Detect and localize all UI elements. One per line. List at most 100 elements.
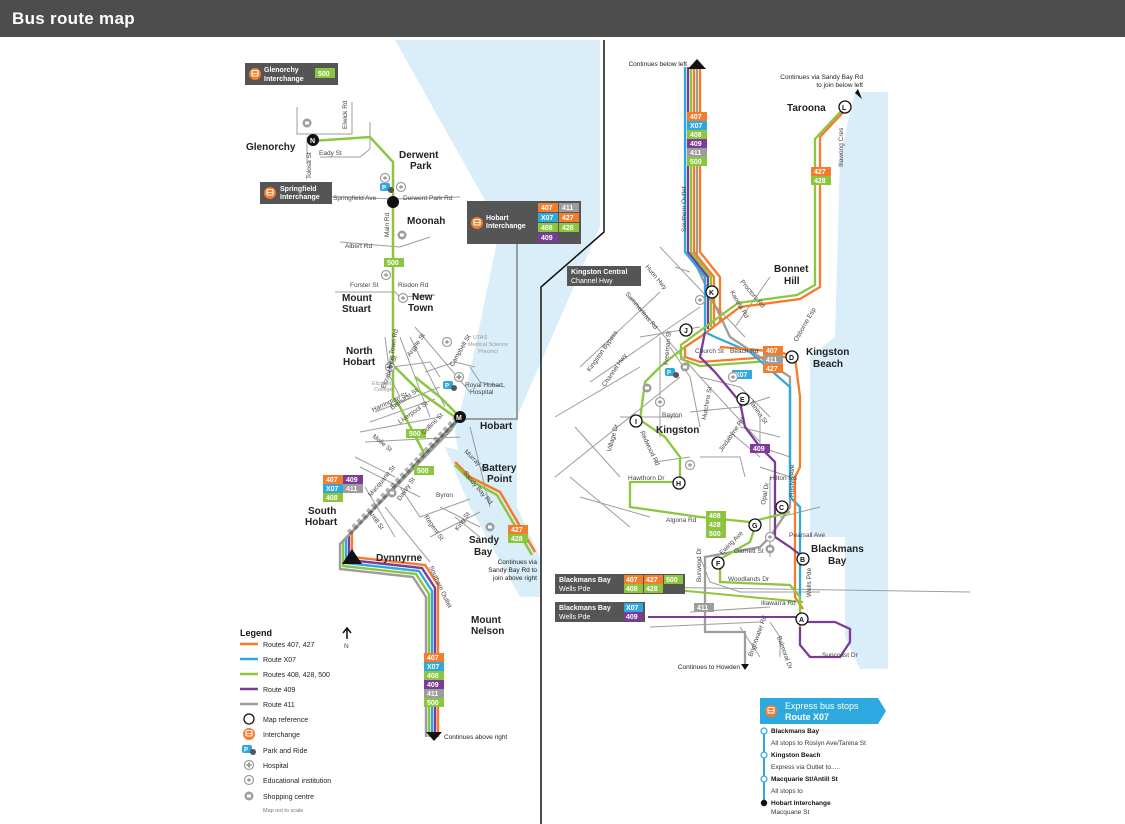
map-reference-d[interactable]: D	[785, 350, 799, 364]
street-label: Freeman St	[663, 331, 673, 366]
street-label: Burwood Dr	[696, 547, 703, 582]
street-label: Church St	[695, 348, 724, 355]
interchange-icon	[263, 186, 277, 200]
kingston-central-box[interactable]: Kingston Central Channel Hwy	[567, 266, 641, 286]
street-label: Springfield Ave	[333, 195, 377, 202]
place-derwent-park-2: Park	[410, 161, 432, 172]
route-badge-x07: X07	[690, 123, 703, 130]
express-stop-marker	[760, 727, 768, 735]
route-badge-427: 427	[766, 366, 778, 373]
kingston-central-line2: Channel Hwy	[571, 278, 613, 285]
street-label: Antill St	[366, 509, 384, 531]
route-badge-x07: X07	[427, 664, 440, 671]
springfield-interchange-line2: Interchange	[280, 194, 320, 201]
shopping-centre-icon	[765, 544, 775, 554]
route-badge-500: 500	[690, 159, 702, 166]
route-428-taroona	[679, 108, 844, 368]
street-label: Huon Hwy	[643, 264, 668, 292]
map-reference-n[interactable]: N	[307, 134, 319, 146]
map-reference-b[interactable]: B	[796, 552, 810, 566]
blackmans-bay-interchange-box-1[interactable]: Blackmans Bay Wells Pde 407 427 500 408 …	[555, 574, 685, 594]
route-badge-408: 408	[690, 132, 702, 139]
place-blackmans-bay-2: Bay	[828, 556, 847, 567]
glenorchy-interchange-line2: Interchange	[264, 76, 304, 83]
street-label: Roslyn Ave	[789, 464, 796, 497]
north-arrow-icon: N	[342, 626, 352, 650]
legend-label: Shopping centre	[263, 794, 314, 801]
street-label: Hutchins St	[701, 386, 714, 420]
express-stop-name: Hobart Interchange	[771, 800, 831, 807]
elizabeth-college-label-1: Elizabeth	[372, 381, 395, 387]
map-reference-h[interactable]: H	[672, 476, 686, 490]
shopping-centre-icon	[302, 118, 312, 128]
route-407-427-sandy-bay	[454, 461, 537, 553]
hobart-interchange-box[interactable]: Hobart Interchange 407 411 X07 427 408 4…	[467, 201, 581, 244]
express-stop-desc: Macquarie St	[771, 809, 809, 816]
map-reference-i[interactable]: I	[629, 414, 643, 428]
bus-route-map: P	[240, 40, 971, 824]
route-badge-x07: X07	[626, 605, 639, 612]
place-taroona: Taroona	[787, 103, 826, 114]
express-stop-desc: Express via Outlet to.....	[771, 764, 840, 771]
express-stop-desc: All stops to	[771, 788, 803, 795]
moonah-stop-marker[interactable]	[387, 196, 399, 208]
map-reference-f[interactable]: F	[711, 556, 725, 570]
street-label: Molle St	[371, 433, 394, 454]
place-bonnet-hill-2: Hill	[784, 276, 800, 287]
street-label: Campbell St	[449, 334, 473, 368]
route-411-left-connector	[465, 237, 518, 420]
svg-text:B: B	[800, 557, 805, 564]
glenorchy-interchange-box[interactable]: Glenorchy Interchange 500	[245, 63, 338, 85]
interchange-icon	[764, 704, 778, 718]
route-badge-427: 427	[814, 169, 826, 176]
legend-label: Route 409	[263, 687, 295, 694]
left-street-network	[295, 102, 506, 563]
map-reference-e[interactable]: E	[736, 392, 750, 406]
street-label: Bayton	[662, 412, 683, 419]
blackmans-bay-2-line2: Wells Pde	[559, 614, 590, 621]
hobart-interchange-line2: Interchange	[486, 223, 526, 230]
kingston-central-line1: Kingston Central	[571, 269, 627, 276]
street-label: Wells Pde	[806, 567, 813, 597]
educational-institution-icon	[243, 774, 255, 786]
street-label: Elwick Rd	[342, 100, 349, 129]
channel-route-badges: 407 X07 408 409 411 500 427 428 407 411 …	[687, 112, 831, 612]
utas-label-2: Medical Science	[468, 342, 508, 348]
blackmans-bay-interchange-box-2[interactable]: Blackmans Bay Wells Pde X07 409	[555, 602, 645, 622]
blackmans-bay-2-line1: Blackmans Bay	[559, 605, 611, 612]
educational-institution-icon	[654, 396, 666, 408]
place-battery-point-2: Point	[487, 474, 513, 485]
map-reference-m[interactable]: M	[454, 411, 466, 423]
left-route-badges: 500 500 500 407 409 X07 411 408 427 428 …	[323, 258, 528, 707]
hospital-icon	[453, 371, 465, 383]
route-badge-500: 500	[318, 71, 330, 78]
route-badge-428: 428	[709, 522, 721, 529]
map-reference-a[interactable]: A	[795, 612, 809, 626]
panel-divider	[540, 40, 605, 824]
place-kingston-beach-2: Beach	[813, 359, 843, 370]
route-badge-427: 427	[646, 577, 658, 584]
map-reference-k[interactable]: K	[705, 285, 719, 299]
route-badge-428: 428	[646, 586, 658, 593]
continues-arrow-icon	[426, 732, 442, 741]
street-label: Beach Rd	[730, 348, 759, 355]
shopping-centre-icon	[397, 230, 407, 240]
educational-institution-icon	[684, 459, 696, 471]
map-reference-l[interactable]: L	[838, 100, 852, 114]
continues-sandy-bay-note-3: join above right	[492, 575, 537, 582]
svg-text:C: C	[779, 505, 784, 512]
continues-sandy-bay-right-2: to join below left	[816, 82, 863, 89]
springfield-interchange-box[interactable]: Springfield Interchange	[260, 182, 332, 204]
map-reference-g[interactable]: G	[748, 518, 762, 532]
left-map-panel: Glenorchy Interchange 500 Springfield In…	[245, 40, 600, 741]
route-badge-500: 500	[417, 468, 429, 475]
street-label: Tolosa St	[306, 152, 313, 179]
map-reference-c[interactable]: C	[775, 500, 789, 514]
shopping-centre-icon	[485, 522, 495, 532]
map-reference-j[interactable]: J	[679, 323, 693, 337]
page-title: Bus route map	[12, 9, 135, 28]
legend-label: Routes 408, 428, 500	[263, 672, 330, 679]
street-label: Main Rd	[384, 212, 391, 237]
educational-institution-icon	[764, 531, 776, 543]
route-409-loop	[798, 620, 852, 659]
